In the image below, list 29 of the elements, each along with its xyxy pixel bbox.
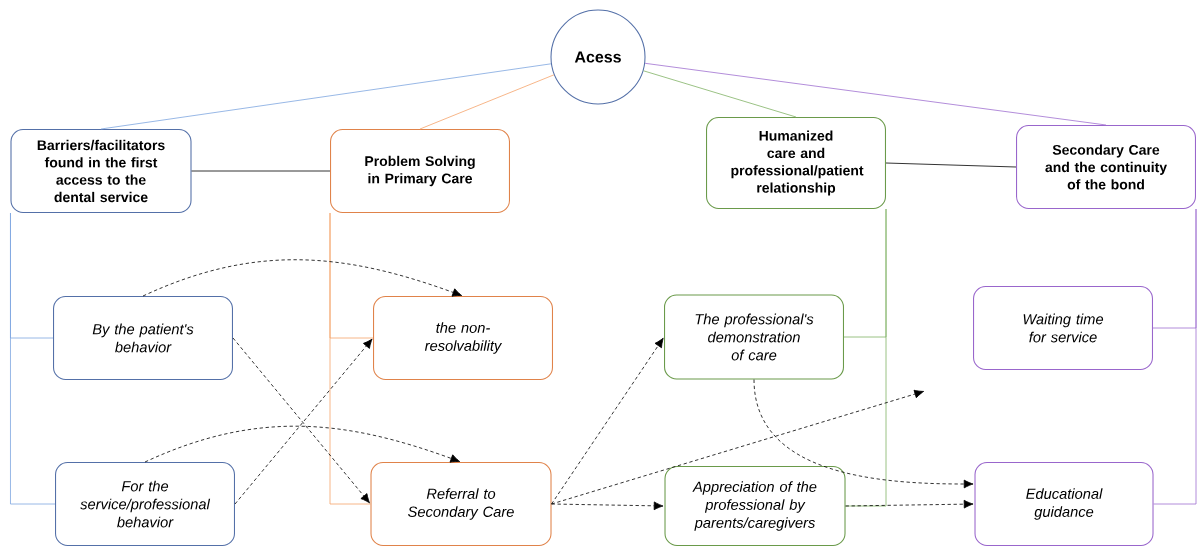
arrow	[551, 501, 664, 511]
subcategory-box: The professional's demonstration of care	[664, 294, 844, 380]
connector-line	[1153, 208, 1197, 505]
arrow	[551, 389, 925, 505]
connector-line	[191, 170, 331, 172]
subcategory-box: For the service/professional behavior	[55, 462, 235, 546]
connector-line	[329, 212, 371, 505]
category-box: Problem Solving in Primary Care	[330, 129, 510, 213]
category-box: Secondary Care and the continuity of the bond	[1016, 125, 1196, 209]
connector-line	[644, 62, 1107, 126]
subcategory-box: Referral to Secondary Care	[370, 462, 552, 546]
connector-line	[885, 162, 1017, 168]
subcategory-box: Waiting time for service	[973, 286, 1153, 370]
connector-line	[100, 63, 552, 130]
subcategory-box: the non-resolvability	[373, 296, 553, 380]
category-box: Barriers/facilitators found in the first access to the dental service	[10, 129, 192, 213]
subcategory-box: Educational guidance	[974, 462, 1154, 546]
subcategory-box: By the patient's behavior	[53, 296, 233, 380]
subcategory-box: Appreciation of the professional by parents/caregivers	[664, 466, 846, 546]
arrow	[142, 259, 463, 297]
arrow	[753, 379, 974, 489]
arrow	[551, 337, 664, 505]
connector-line	[845, 208, 887, 507]
arrow	[144, 425, 461, 463]
connector-line	[419, 74, 555, 130]
arrow	[845, 499, 974, 509]
category-box: Humanized care and professional/patient relationship	[706, 117, 886, 209]
connector-line	[643, 70, 797, 118]
connector-line	[10, 212, 56, 505]
